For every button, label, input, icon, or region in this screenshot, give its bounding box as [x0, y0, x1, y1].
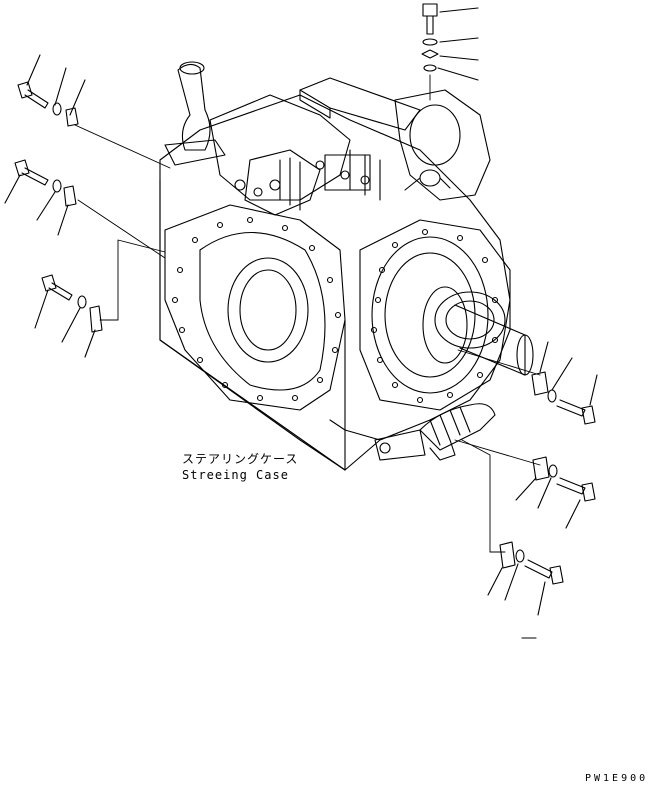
steering-case-label-jp: ステアリングケース	[182, 452, 299, 466]
steering-case-label-en: Streeing Case	[182, 468, 289, 482]
bolt-clip-group-right-2	[515, 456, 596, 529]
breather-pipe	[164, 61, 226, 166]
bolt-clip-group-left-1	[17, 54, 86, 127]
right-flange	[359, 219, 534, 411]
bolt-clip-group-right-1	[531, 341, 598, 425]
figure-code: PW1E900	[585, 773, 649, 784]
leader-lines	[74, 74, 541, 553]
pump-housing	[394, 89, 491, 201]
bolt-clip-group-right-3	[487, 541, 564, 616]
top-bolt-set	[421, 3, 479, 81]
bolt-clip-group-left-3	[34, 274, 103, 358]
steering-case-body	[159, 94, 511, 471]
bolt-clip-group-left-2	[4, 159, 77, 236]
hose-bundle	[374, 403, 496, 461]
top-valve-assembly	[209, 77, 421, 216]
